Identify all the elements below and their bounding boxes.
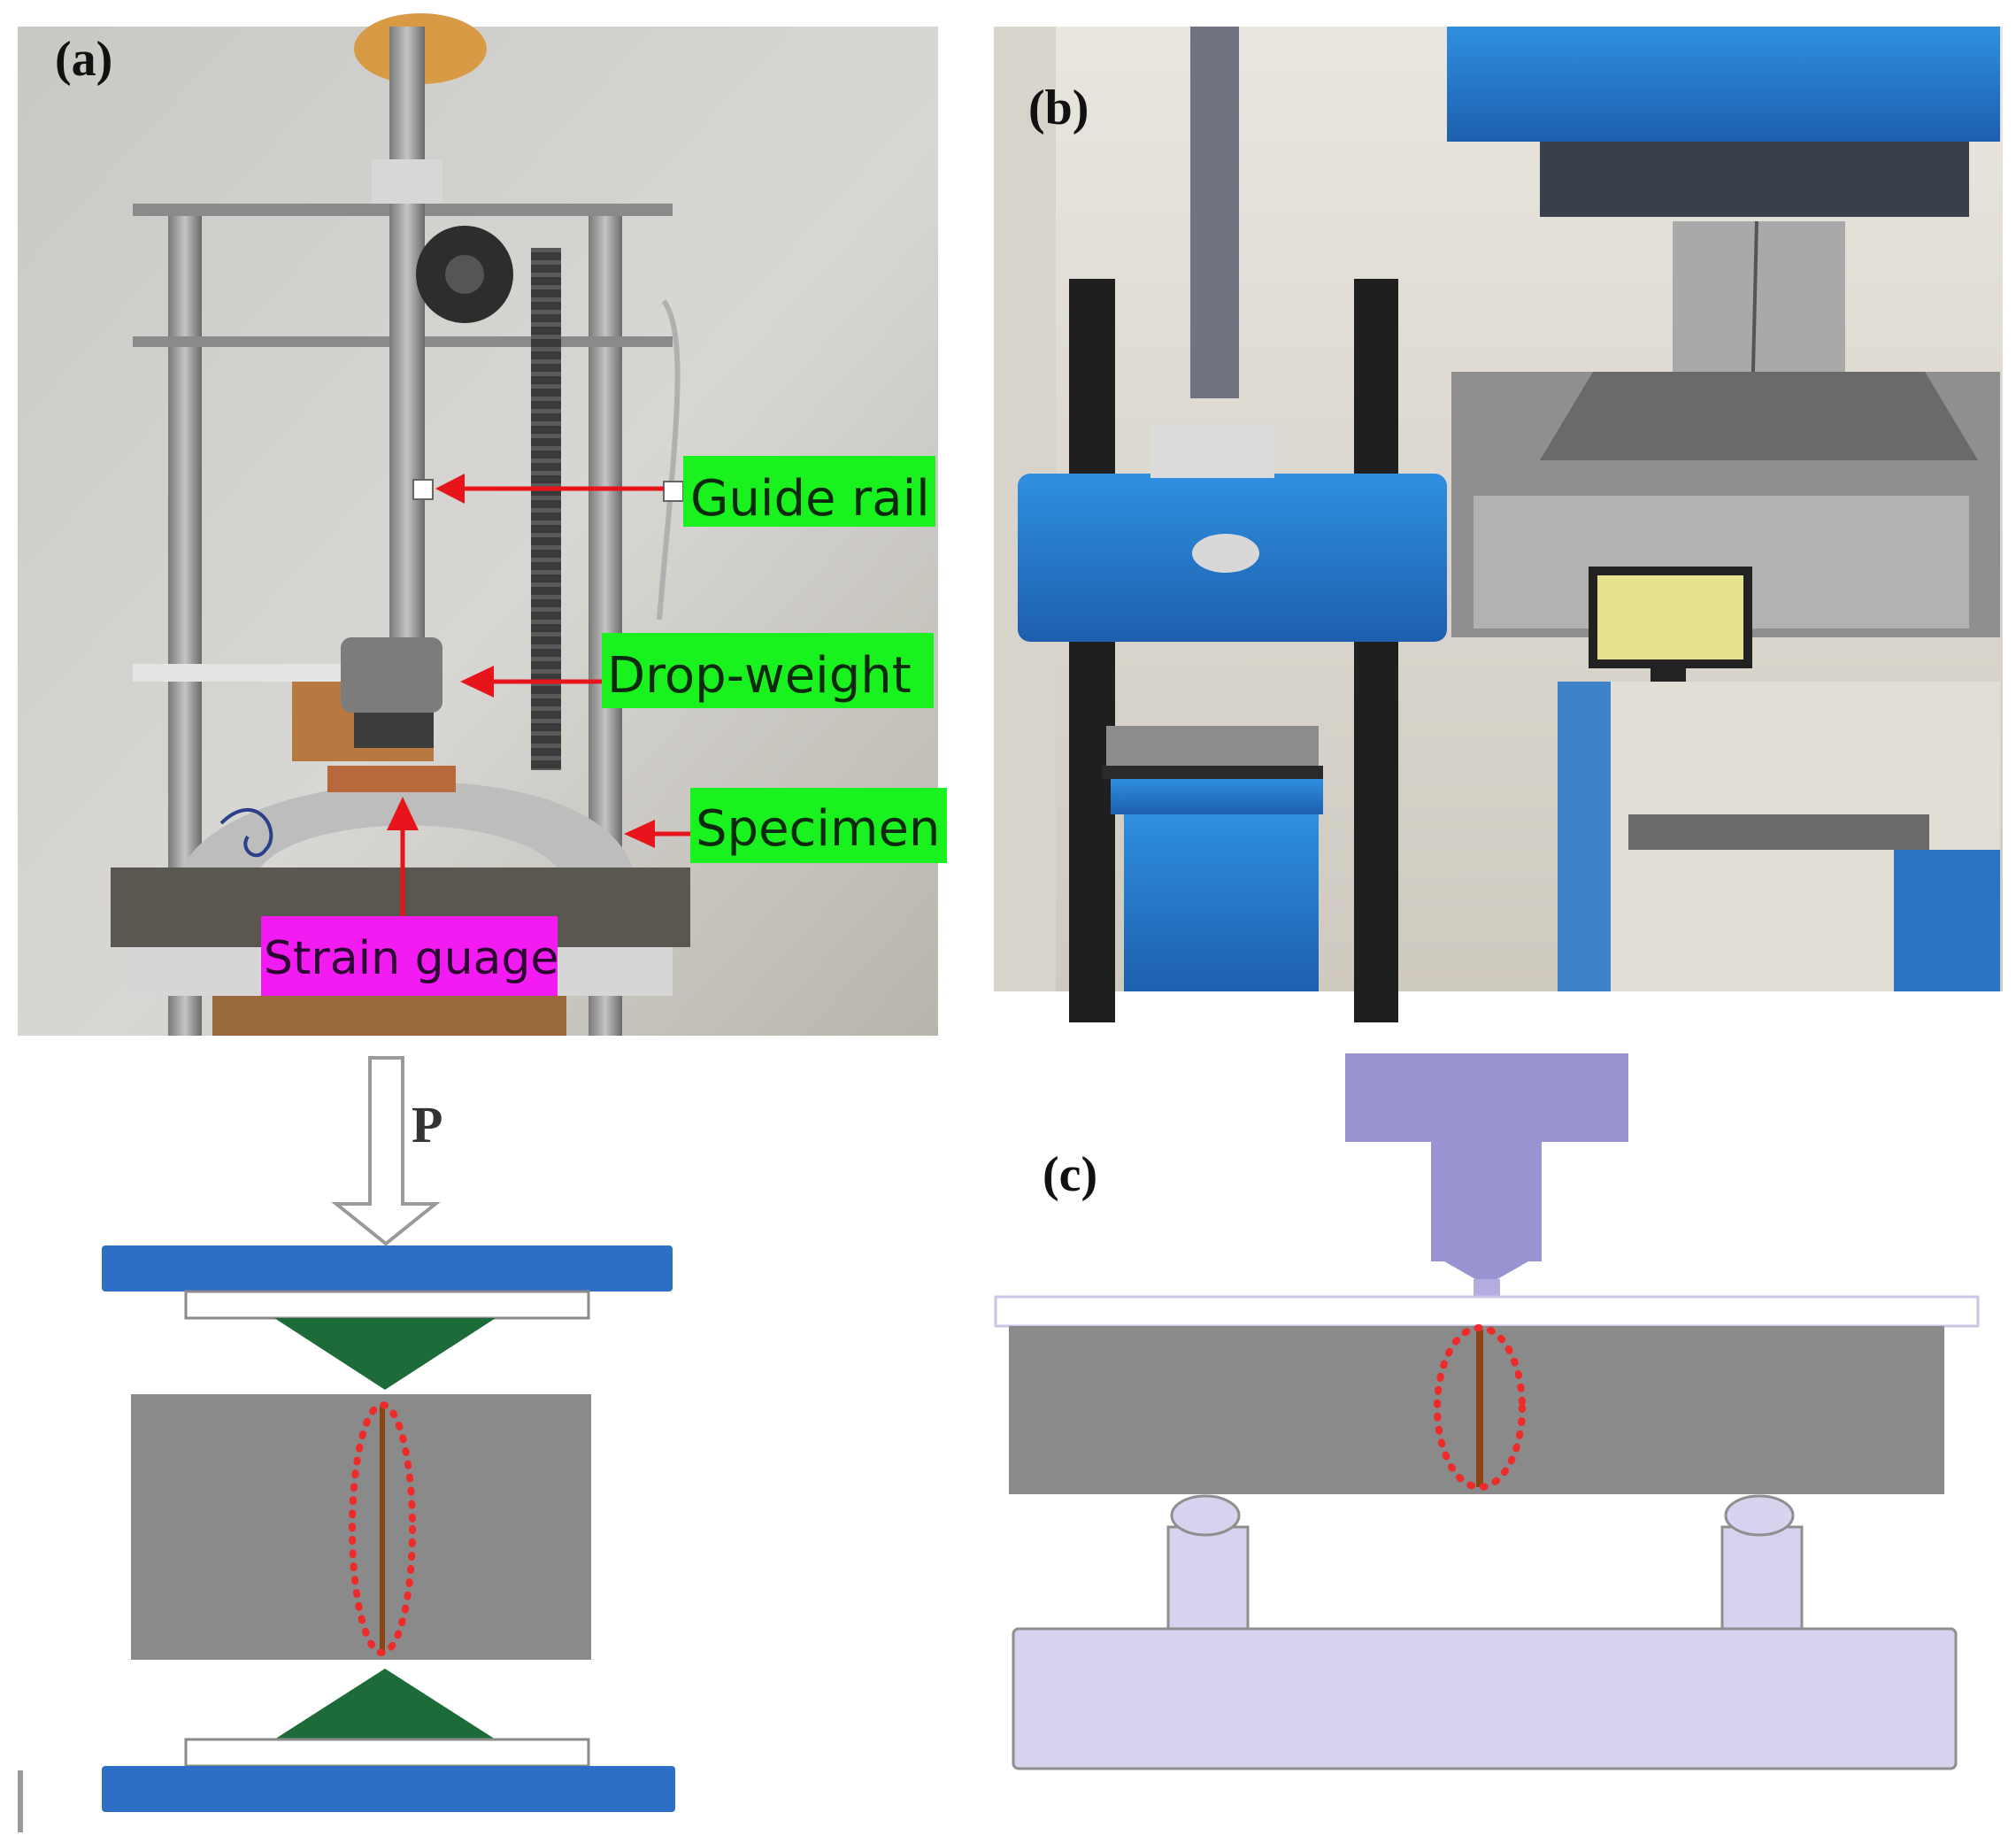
top-platen	[102, 1245, 673, 1292]
label-specimen: Specimen	[696, 800, 940, 858]
right-support	[1720, 1494, 1804, 1631]
photo-compression-machine: (b)	[994, 27, 2003, 1022]
support-base	[1012, 1627, 1958, 1770]
callout-guide-rail	[683, 456, 935, 527]
panel-tag-a: (a)	[55, 32, 112, 87]
label-guide-rail: Guide rail	[690, 470, 930, 528]
callout-specimen	[690, 788, 947, 863]
bottom-platen	[102, 1766, 675, 1812]
crack-zone	[349, 1401, 416, 1656]
loading-ram	[1431, 1142, 1542, 1261]
beam-crack-zone	[1434, 1324, 1526, 1491]
top-wedge	[274, 1318, 496, 1390]
loading-pin	[1474, 1279, 1500, 1297]
label-strain-gauge: Strain guage	[264, 932, 558, 985]
panel-tag-c: (c)	[1043, 1147, 1097, 1202]
top-bearing-strip	[184, 1290, 590, 1320]
panel-tag-b: (b)	[1028, 81, 1089, 135]
edge-mark	[18, 1770, 23, 1832]
schematic-splitting-test: P	[18, 1056, 675, 1832]
bottom-bearing-strip	[184, 1738, 590, 1768]
load-label: P	[412, 1096, 442, 1153]
bottom-wedge	[274, 1669, 496, 1739]
load-arrow	[331, 1056, 441, 1246]
callout-strain-gauge	[261, 916, 558, 996]
schematic-flexural-test: (c)	[994, 1053, 1980, 1770]
loading-tip	[1444, 1261, 1528, 1279]
label-drop-weight: Drop-weight	[607, 647, 912, 705]
photo-drop-weight-rig: Guide rail Drop-weight Specimen Strain g…	[18, 13, 947, 1036]
callout-drop-weight	[602, 633, 934, 708]
load-distribution-plate	[994, 1295, 1980, 1328]
loading-head	[1345, 1053, 1628, 1142]
left-support	[1166, 1494, 1250, 1631]
